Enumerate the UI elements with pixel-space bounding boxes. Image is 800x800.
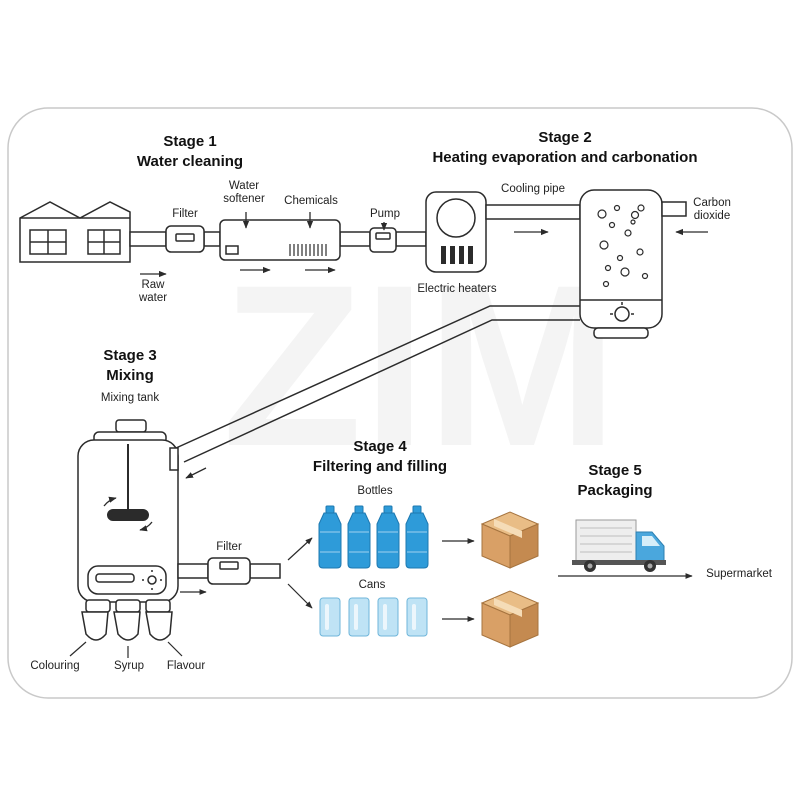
stage3-name: Mixing xyxy=(106,367,154,385)
box-cans xyxy=(480,590,540,648)
bottle xyxy=(405,505,429,569)
factory-building xyxy=(19,201,131,263)
stage2-name: Heating evaporation and carbonation xyxy=(432,149,698,167)
filter-2 xyxy=(207,557,251,585)
chemicals-label: Chemicals xyxy=(284,195,338,207)
can xyxy=(406,597,428,637)
stage2-title: Stage 2 Heating evaporation and carbonat… xyxy=(400,128,730,169)
bottle xyxy=(318,505,342,569)
co2-bubbles xyxy=(597,204,649,288)
bottle-ridges xyxy=(320,531,427,553)
supermarket-label: Supermarket xyxy=(706,568,772,580)
stage4-heading: Stage 4 xyxy=(353,438,407,455)
stage1-heading: Stage 1 xyxy=(163,133,217,150)
filter-1-label: Filter xyxy=(172,208,198,220)
stage3-title: Stage 3 Mixing xyxy=(70,346,190,387)
box-bottles xyxy=(480,511,540,569)
mixing-tank-label: Mixing tank xyxy=(100,392,160,404)
carbon-dioxide-label: Carbon dioxide xyxy=(693,197,731,223)
mixer-paddle xyxy=(103,444,153,532)
cans-label: Cans xyxy=(358,579,386,591)
water-softener-label: Water softener xyxy=(223,180,265,206)
pump xyxy=(369,227,397,253)
electric-heaters-label: Electric heaters xyxy=(417,283,497,295)
cooling-pipe-label: Cooling pipe xyxy=(501,183,565,195)
bottles-label: Bottles xyxy=(357,485,393,497)
stage5-title: Stage 5 Packaging xyxy=(555,461,675,502)
bottles-group xyxy=(318,505,429,569)
bottle xyxy=(376,505,400,569)
split-arrow-bottles xyxy=(287,537,313,561)
bottle xyxy=(347,505,371,569)
can xyxy=(377,597,399,637)
electric-heater-unit xyxy=(425,191,487,273)
ingredient-pods xyxy=(81,599,173,641)
stage4-title: Stage 4 Filtering and filling xyxy=(295,437,465,478)
stage5-heading: Stage 5 xyxy=(588,462,642,479)
syrup-label: Syrup xyxy=(113,660,145,672)
flavour-label: Flavour xyxy=(166,660,206,672)
cooling-pipe xyxy=(485,204,581,220)
water-softener xyxy=(219,219,341,261)
delivery-truck xyxy=(572,519,666,572)
ingredient-arrows xyxy=(69,641,183,658)
transfer-pipe xyxy=(175,305,580,463)
stage4-name: Filtering and filling xyxy=(312,458,448,476)
stage2-heading: Stage 2 xyxy=(538,129,592,146)
split-arrow-cans xyxy=(287,583,313,609)
pump-label: Pump xyxy=(369,208,401,220)
stage1-arrows xyxy=(140,212,388,278)
watermark: ZIM xyxy=(222,237,618,494)
stage1-title: Stage 1 Water cleaning xyxy=(110,132,270,173)
filter-2-label: Filter xyxy=(216,541,242,553)
filter-1 xyxy=(165,225,205,253)
transfer-pipe-arrow xyxy=(185,467,207,479)
can xyxy=(348,597,370,637)
raw-water-label: Raw water xyxy=(138,279,168,305)
stage5-name: Packaging xyxy=(577,482,653,500)
can xyxy=(319,597,341,637)
stage1-name: Water cleaning xyxy=(136,153,244,171)
stage3-heading: Stage 3 xyxy=(103,347,157,364)
can-highlights xyxy=(325,604,416,630)
colouring-label: Colouring xyxy=(30,660,80,672)
